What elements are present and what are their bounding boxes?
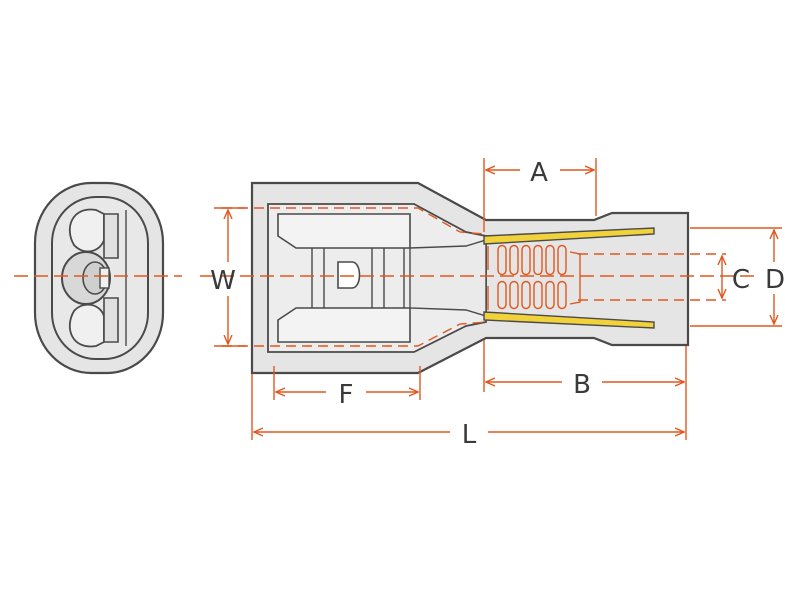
dim-label-a: A [530, 158, 548, 188]
dim-label-c: C [732, 265, 750, 295]
dim-label-l: L [462, 420, 477, 450]
dim-label-w: W [210, 266, 236, 296]
side-section-icon [200, 181, 760, 375]
end-view-icon [14, 181, 182, 375]
dim-label-b: B [573, 370, 591, 400]
dim-label-f: F [339, 380, 354, 410]
dim-label-d: D [765, 265, 785, 295]
dimension-lines [214, 158, 782, 440]
